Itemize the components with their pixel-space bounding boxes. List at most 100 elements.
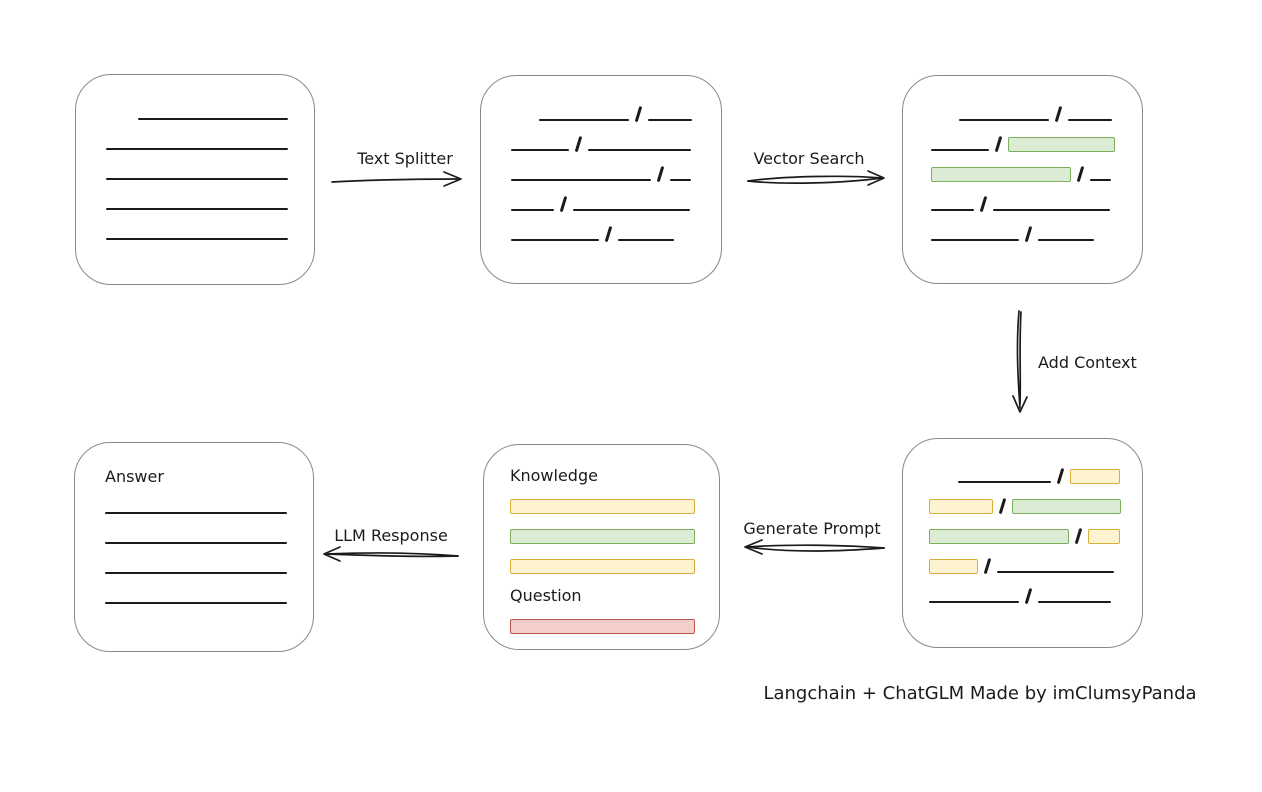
slash-separator (1024, 225, 1032, 243)
yellow-segment (1087, 529, 1120, 544)
line-segment (1037, 601, 1111, 603)
text-splitter-arrow (331, 171, 462, 187)
slash-separator (1024, 587, 1032, 605)
line-segment (106, 208, 288, 210)
slash-separator (574, 135, 582, 153)
slash-separator (634, 105, 642, 123)
box-row (506, 212, 721, 243)
box-row (105, 515, 313, 545)
box-row (106, 151, 314, 181)
slash-separator (994, 135, 1002, 153)
slash-separator (604, 225, 612, 243)
gap-segment (926, 603, 929, 604)
box-row (106, 211, 314, 241)
box-row (106, 91, 314, 121)
text-splitter-label: Text Splitter (357, 149, 453, 168)
box-row (106, 181, 314, 211)
node-answer: Answer (74, 442, 314, 652)
box-row (510, 484, 719, 514)
line-segment (931, 149, 989, 151)
box-row (926, 122, 1142, 153)
split-chunks-content (481, 76, 721, 283)
generate-prompt-arrow (744, 539, 885, 555)
context-chunks-content (903, 439, 1142, 647)
box-row (506, 152, 721, 183)
yellow-segment (929, 499, 993, 514)
line-segment (572, 209, 690, 211)
box-label: Answer (105, 467, 164, 486)
box-row (926, 182, 1142, 213)
box-row (105, 485, 313, 515)
answer-content: Answer (75, 443, 313, 651)
line-segment (105, 572, 287, 574)
line-segment (669, 179, 691, 181)
gap-segment (506, 241, 511, 242)
box-row (926, 152, 1142, 183)
box-row (510, 604, 719, 634)
yellow-segment (1069, 469, 1120, 484)
line-segment (106, 178, 288, 180)
generate-prompt-label: Generate Prompt (743, 519, 881, 538)
box-row (926, 454, 1142, 485)
node-context-chunks (902, 438, 1143, 648)
slash-separator (656, 165, 664, 183)
line-segment (931, 239, 1019, 241)
vector-search-label: Vector Search (753, 149, 865, 168)
slash-separator (983, 557, 991, 575)
line-segment (931, 209, 974, 211)
line-segment (587, 149, 691, 151)
gap-segment (926, 241, 931, 242)
red-segment (510, 619, 695, 634)
box-row (926, 92, 1142, 123)
green-segment (510, 529, 695, 544)
add-context-label: Add Context (1038, 353, 1137, 372)
line-segment (511, 179, 651, 181)
green-segment (1007, 137, 1115, 152)
box-row (506, 122, 721, 153)
line-segment (511, 149, 569, 151)
yellow-segment (510, 559, 695, 574)
box-row (926, 544, 1142, 575)
line-segment (996, 571, 1114, 573)
box-row (105, 545, 313, 575)
llm-response-arrow (323, 546, 459, 562)
yellow-segment (929, 559, 978, 574)
box-row (506, 182, 721, 213)
box-row (105, 575, 313, 605)
slash-separator (1076, 165, 1084, 183)
slash-separator (998, 497, 1006, 515)
line-segment (959, 119, 1049, 121)
line-segment (929, 601, 1019, 603)
line-segment (105, 602, 287, 604)
line-segment (1089, 179, 1111, 181)
box-label: Knowledge (510, 466, 598, 485)
box-label: Question (510, 586, 582, 605)
box-row (510, 544, 719, 574)
line-segment (138, 118, 288, 120)
line-segment (105, 512, 287, 514)
vector-search-arrow (747, 170, 885, 186)
box-row (106, 121, 314, 151)
line-segment (511, 239, 599, 241)
green-segment (931, 167, 1071, 182)
node-matched-chunks (902, 75, 1143, 284)
slash-separator (559, 195, 567, 213)
box-row: Answer (105, 455, 313, 485)
llm-response-label: LLM Response (334, 526, 448, 545)
line-segment (1037, 239, 1094, 241)
yellow-segment (510, 499, 695, 514)
box-row (926, 514, 1142, 545)
line-segment (106, 238, 288, 240)
slash-separator (979, 195, 987, 213)
slash-separator (1074, 527, 1082, 545)
line-segment (511, 209, 554, 211)
line-segment (106, 148, 288, 150)
box-row (926, 574, 1142, 605)
source-document-content (76, 75, 314, 284)
add-context-arrow (1012, 310, 1028, 413)
box-row (926, 212, 1142, 243)
green-segment (929, 529, 1069, 544)
